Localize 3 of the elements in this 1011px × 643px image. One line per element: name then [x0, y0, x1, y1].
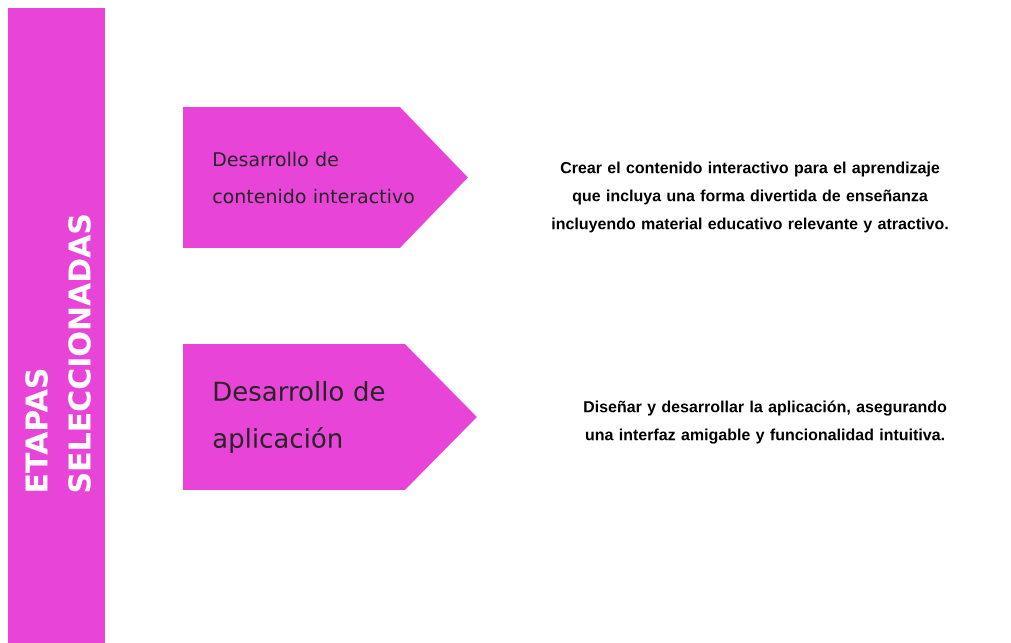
description-text: Crear el contenido interactivo para el aprendizaje que incluya una forma divertida de enseñanza incluyendo material educativo relevante y atractivo.	[552, 161, 948, 233]
vertical-band: ETAPAS SELECCIONADAS	[8, 8, 105, 643]
description-text: Diseñar y desarrollar la aplicación, asegurando una interfaz amigable y funcionalidad intuitiva.	[584, 400, 947, 444]
